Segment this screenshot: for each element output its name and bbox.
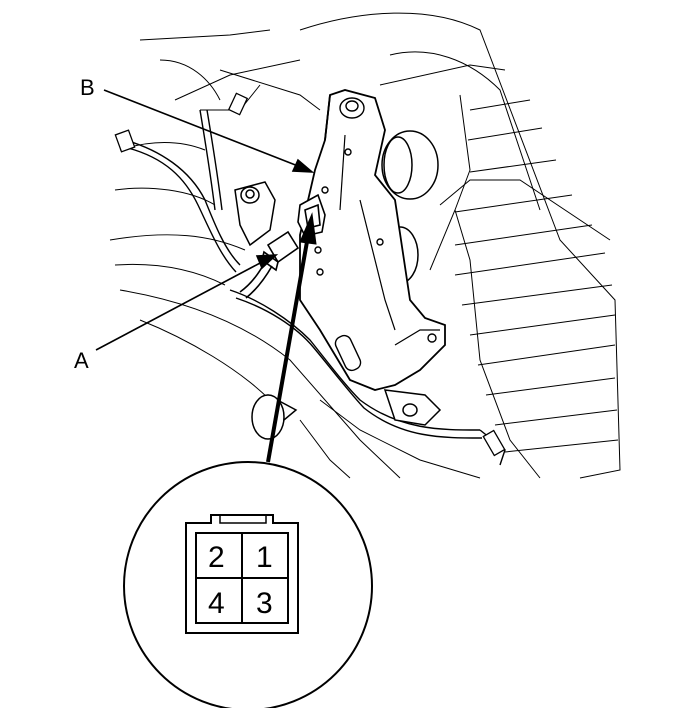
body-panel-lines: [109, 12, 621, 479]
bracket-holes: [314, 97, 437, 372]
harness-clip-top: [227, 92, 249, 116]
harness-clip-left: [114, 129, 136, 153]
leader-lines: [95, 89, 315, 351]
switch-bracket: [299, 89, 446, 391]
mounting-bolt-left: [234, 181, 276, 247]
rubber-grommet-upper: [381, 130, 439, 200]
callout-a-label: A: [74, 348, 89, 373]
callout-b-label: B: [80, 75, 95, 100]
pin-label: 1: [256, 541, 273, 574]
harness-clip-right: [482, 429, 506, 457]
pin-label: 2: [208, 541, 225, 574]
connector-face: [185, 514, 299, 634]
pin-label: 4: [208, 587, 225, 620]
detail-arrow: [266, 212, 317, 463]
bracket-bottom-tab: [383, 389, 442, 426]
wiring-harness: [124, 109, 506, 466]
pin-label: 3: [256, 587, 273, 620]
